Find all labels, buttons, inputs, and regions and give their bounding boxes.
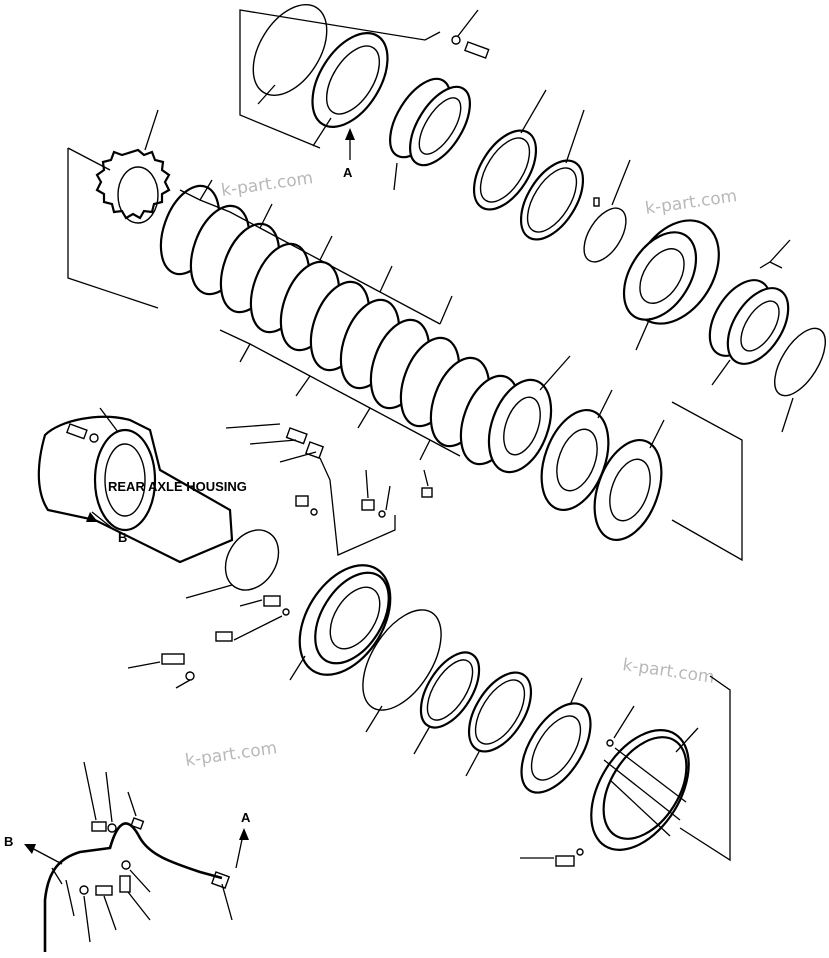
friction-discs [159,184,553,474]
seal-ring-1 [472,89,547,211]
seal-ring-2 [519,109,585,241]
disc-pack [67,109,571,474]
ref-label-a-tube: A [241,810,251,825]
hub-o-ring [774,327,826,433]
separator-plate [540,389,613,512]
housing-label: REAR AXLE HOUSING [108,479,247,494]
ref-label-a: A [343,165,353,180]
lower-piston [520,677,592,794]
brake-tube [43,822,231,952]
brake-hub [622,219,720,351]
bleeder-fittings [225,423,433,556]
ref-arrow-a-top: A [343,128,355,180]
ref-label-b-tube: B [4,834,13,849]
watermark: k-part.com [621,655,715,688]
housing-o-ring [185,529,280,599]
ref-label-b-housing: B [118,530,127,545]
ref-arrow-a-tube: A [235,810,251,869]
hub-seal-set [708,239,791,386]
watermark: k-part.com [220,168,314,201]
small-o-ring [583,159,631,263]
end-disc [593,401,743,562]
brake-housing [289,564,392,681]
watermark: k-part.com [184,738,278,771]
ref-arrow-b-tube: B [4,834,63,865]
top-o-ring [252,4,328,105]
outer-cage [590,675,731,862]
rear-axle-housing: REAR AXLE HOUSING B [37,407,247,564]
top-bolt [239,9,490,149]
cage-bolt [520,848,584,867]
lower-seal-2 [465,671,533,777]
housing-bolt [66,423,99,443]
piston-seal-set [389,77,471,191]
lower-o-ring [362,609,442,733]
lower-seal-1 [413,651,481,755]
watermark: k-part.com [644,186,738,219]
brake-piston [311,32,389,147]
tube-hardware [65,761,233,943]
housing-fittings [127,595,290,689]
lower-small-ring [606,705,635,747]
